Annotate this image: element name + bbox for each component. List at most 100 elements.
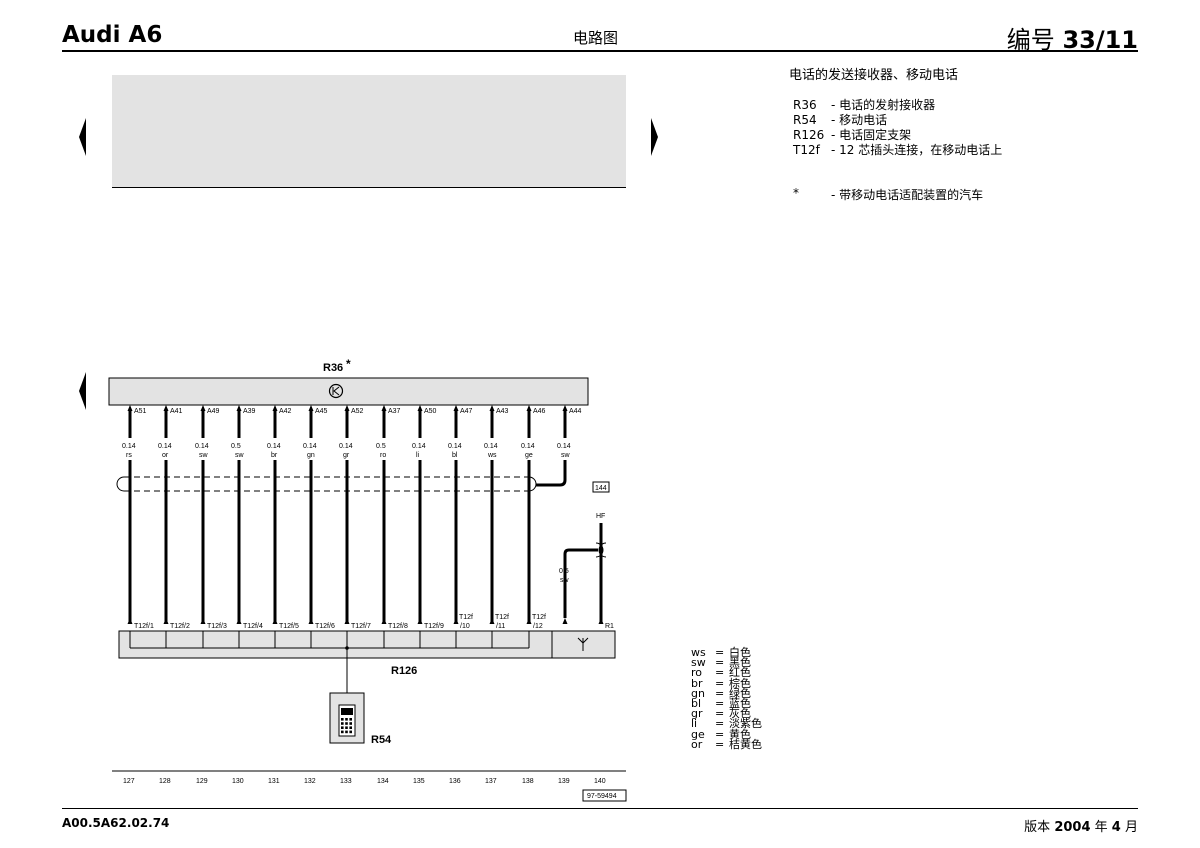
wire-size: 0.14: [557, 443, 571, 450]
version-month: 4: [1111, 820, 1121, 835]
year-suffix: 年: [1094, 820, 1108, 835]
pin-label: A50: [424, 408, 437, 415]
color-abbr: or: [691, 737, 703, 751]
hf-label: HF: [596, 513, 605, 520]
legend-desc: - 12 芯插头连接，在移动电话上: [831, 143, 1003, 157]
legend-desc: - 电话固定支架: [831, 128, 912, 142]
pin-label: A37: [388, 408, 401, 415]
mobile-phone-key: [341, 718, 344, 721]
legend-row: T12f - 12 芯插头连接，在移动电话上: [793, 143, 1002, 158]
previous-page-icon: [79, 118, 86, 156]
color-abbr: ge: [691, 727, 705, 741]
footnote-text: - 带移动电话适配装置的汽车: [831, 188, 984, 202]
r36-label: R36: [323, 362, 343, 374]
connector-label: /11: [496, 623, 505, 630]
mobile-phone-key: [349, 726, 352, 729]
mobile-phone-key: [349, 730, 352, 734]
wire-arrow: [562, 618, 568, 624]
color-row: ge=黄色: [691, 727, 762, 741]
shield-ground-wire: [536, 460, 567, 487]
wire-size: 0.14: [303, 443, 317, 450]
color-name: 棕色: [729, 676, 751, 690]
wire-arrow: [562, 405, 568, 411]
wire-arrow: [489, 618, 495, 624]
wire-color: gr: [343, 452, 350, 459]
footer-rule: [62, 808, 1138, 809]
column-number: 127: [123, 778, 135, 785]
color-row: ws=白色: [691, 646, 762, 659]
wire-arrow: [598, 618, 604, 624]
mobile-phone-key: [345, 730, 348, 734]
connector-label: /12: [533, 623, 543, 630]
pin-label: A45: [315, 408, 328, 415]
r36-transceiver-box: [108, 377, 589, 406]
hf-shield-end: [598, 542, 607, 558]
color-abbr: ws: [691, 646, 706, 659]
wire-arrow: [127, 618, 133, 624]
wire-color: ge: [525, 452, 533, 459]
color-abbr: br: [691, 676, 703, 690]
color-row: gr=灰色: [691, 708, 762, 719]
wire-color: br: [271, 452, 278, 459]
mobile-phone-key: [345, 726, 348, 729]
wire-arrow: [200, 405, 206, 411]
number-prefix: 编号: [1006, 26, 1055, 54]
mobile-phone-key: [349, 718, 352, 721]
wire-color: sw: [561, 452, 571, 459]
connector-label: T12f/1: [134, 623, 154, 630]
color-row: or=桔黄色: [691, 737, 762, 751]
legend-code: T12f: [793, 143, 820, 157]
wire-color: rs: [126, 452, 132, 459]
color-name: 淡紫色: [729, 717, 762, 731]
legend-row: R126- 电话固定支架: [793, 128, 1002, 143]
wire-color: bl: [452, 452, 458, 459]
wire-color: li: [416, 452, 420, 459]
month-suffix: 月: [1124, 820, 1138, 835]
version-prefix: 版本: [1024, 820, 1051, 835]
wire-arrow: [236, 405, 242, 411]
color-name: 黄色: [729, 727, 751, 741]
antenna-ground-wire: [563, 548, 598, 618]
wire-color: ro: [380, 452, 386, 459]
column-number: 135: [413, 778, 425, 785]
drawing-number-box: [582, 789, 627, 802]
transceiver-icon-mark: [333, 386, 340, 396]
wire-arrow: [236, 618, 242, 624]
color-row: sw=黑色: [691, 656, 762, 670]
drawing-number: 97-59494: [587, 793, 617, 800]
wire-size: 0.14: [122, 443, 136, 450]
color-name: 白色: [729, 646, 751, 659]
connector-label: R1: [605, 623, 614, 630]
column-number: 133: [340, 778, 352, 785]
connector-label: T12f/3: [207, 623, 227, 630]
wire-arrow: [308, 405, 314, 411]
legend-row: R54- 移动电话: [793, 113, 1002, 128]
vehicle-model: Audi A6: [62, 22, 163, 48]
wire-arrow: [272, 405, 278, 411]
pin-label: A42: [279, 408, 292, 415]
wire-size: 0.14: [412, 443, 426, 450]
footnote: * - 带移动电话适配装置的汽车: [793, 186, 983, 203]
document-type: 电路图: [573, 29, 619, 47]
color-abbr: sw: [691, 656, 706, 670]
wire-arrow: [489, 405, 495, 411]
pin-label: A52: [351, 408, 364, 415]
r36-star: *: [346, 357, 351, 371]
wire-color: or: [162, 452, 169, 459]
pin-label: A51: [134, 408, 147, 415]
number-value: 33/11: [1062, 26, 1138, 54]
wire-size: 0.14: [339, 443, 353, 450]
shield-end: [116, 476, 125, 492]
connector-label: T12f: [495, 614, 509, 621]
color-name: 黑色: [729, 656, 751, 670]
color-name: 桔黄色: [729, 737, 762, 751]
wire-size: 0.14: [195, 443, 209, 450]
column-number: 139: [558, 778, 570, 785]
continuation-placeholder: [112, 75, 626, 187]
antenna-icon: [577, 637, 589, 644]
color-abbr: li: [691, 717, 698, 731]
wire-arrow: [381, 618, 387, 624]
legend-row: R36- 电话的发射接收器: [793, 98, 1002, 113]
pin-label: A39: [243, 408, 256, 415]
